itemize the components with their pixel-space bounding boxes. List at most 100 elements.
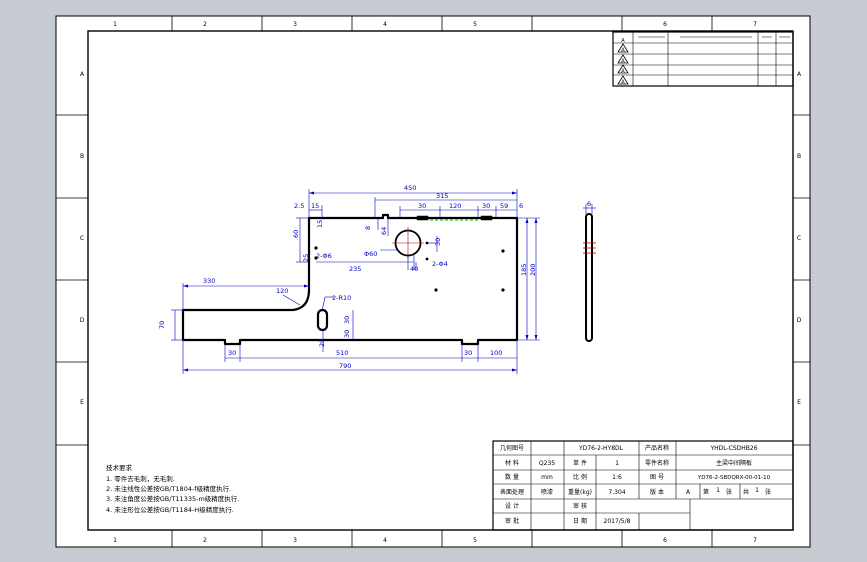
- revision-mark-3: A: [621, 69, 625, 75]
- dim-30f: 30: [228, 349, 236, 357]
- col-label-top-1: 1: [113, 21, 117, 28]
- tb-qty-label: 数 量: [505, 473, 519, 481]
- revision-marks: A A A A A: [617, 38, 629, 86]
- tb-total-prefix: 共: [743, 488, 749, 496]
- top-notch-left: [416, 215, 429, 221]
- tb-product: YHDL-CSDHB26: [709, 445, 757, 452]
- revision-triangle-icon: [617, 54, 629, 64]
- dim-100: 100: [490, 349, 502, 357]
- row-label-right-e: E: [797, 399, 801, 406]
- row-label-right-c: C: [797, 235, 801, 242]
- top-notch-right: [480, 215, 493, 221]
- title-block-texts: 几何图号 YD76-2-HY8DL 产品名称 YHDL-CSDHB26 材 料 …: [500, 444, 771, 525]
- dim-450: 450: [404, 184, 416, 192]
- col-label-top-2: 2: [203, 21, 207, 28]
- row-label-right-b: B: [797, 153, 801, 160]
- tb-qty: mm: [541, 474, 553, 481]
- col-label-bottom-4: 4: [383, 537, 387, 544]
- tb-material: Q235: [539, 460, 555, 467]
- tb-total-no: 1: [755, 487, 759, 494]
- tb-sheet-suffix: 张: [726, 488, 732, 496]
- dim-60: 60: [292, 230, 300, 238]
- dim-30d: 30: [343, 316, 351, 324]
- dim-315: 315: [436, 192, 448, 200]
- revision-mark-5: A: [621, 38, 625, 44]
- tb-reviewer-label: 审 核: [573, 502, 587, 510]
- dim-25: 25: [302, 254, 310, 262]
- col-label-top-6: 6: [663, 21, 667, 28]
- col-label-bottom-1: 1: [113, 537, 117, 544]
- tb-sheet-prefix: 第: [703, 488, 709, 496]
- tb-date: 2017/5/8: [604, 518, 631, 525]
- row-label-left-a: A: [80, 71, 85, 78]
- tb-surface-label: 表面处理: [500, 488, 524, 496]
- drawing-sheet: [55, 15, 811, 548]
- dim-64: 64: [380, 227, 388, 235]
- tb-unit: 1: [615, 460, 619, 467]
- row-label-left-c: C: [80, 235, 84, 242]
- inner-frame: [87, 30, 794, 531]
- dim-30c: 30: [434, 238, 442, 246]
- part-side-view: [583, 213, 596, 342]
- tb-drawing-no-label: 几何图号: [500, 444, 524, 452]
- col-label-top-4: 4: [383, 21, 387, 28]
- part-outline: [181, 213, 519, 346]
- col-label-top-5: 5: [473, 21, 477, 28]
- dim-70: 70: [158, 321, 166, 329]
- tb-drawing-no: YD76-2-HY8DL: [578, 445, 624, 452]
- tb-material-label: 材 料: [505, 459, 519, 467]
- dimension-arrows: [183, 191, 538, 372]
- center-marks: [392, 227, 424, 259]
- dim-2-phi4: 2-Φ4: [432, 260, 448, 268]
- dim-40: 40: [410, 265, 418, 273]
- tb-version: A: [686, 489, 691, 496]
- dim-790: 790: [339, 362, 351, 370]
- tb-designer-label: 设 计: [505, 502, 519, 510]
- revision-table: [612, 31, 794, 87]
- dimension-lines: [171, 189, 596, 374]
- tb-total-suffix: 张: [765, 488, 771, 496]
- row-label-right-d: D: [797, 317, 802, 324]
- dim-30b: 30: [482, 202, 490, 210]
- tb-weight-label: 重量(kg): [568, 488, 592, 496]
- row-label-right-a: A: [797, 71, 802, 78]
- tb-fig-label: 图 号: [650, 474, 664, 481]
- title-block: [492, 440, 794, 531]
- tb-part-name: 主梁中间隔板: [716, 459, 752, 467]
- tb-product-label: 产品名称: [645, 444, 669, 452]
- col-label-top-3: 3: [293, 21, 297, 28]
- tb-sheet-no: 1: [716, 487, 720, 494]
- row-label-left-d: D: [80, 317, 85, 324]
- revision-triangle-icon: [617, 75, 629, 85]
- col-label-bottom-6: 6: [663, 537, 667, 544]
- dim-200: 200: [529, 264, 537, 276]
- dim-30a: 30: [418, 202, 426, 210]
- dim-235: 235: [349, 265, 361, 273]
- tb-scale: 1:6: [612, 474, 622, 481]
- dim-8: 8: [364, 226, 372, 230]
- col-label-bottom-3: 3: [293, 537, 297, 544]
- revision-mark-1: A: [621, 48, 625, 54]
- tb-date-label: 日 期: [573, 517, 587, 525]
- tb-unit-label: 单 件: [573, 459, 587, 467]
- zone-ticks: [56, 16, 810, 547]
- row-label-left-e: E: [80, 399, 84, 406]
- dim-2-r10: 2-R10: [332, 294, 351, 302]
- revision-triangle-icon: [617, 43, 629, 53]
- dim-30g: 30: [464, 349, 472, 357]
- tb-scale-label: 比 例: [573, 473, 587, 481]
- revision-mark-2: A: [621, 59, 625, 65]
- dim-2-5: 2.5: [294, 202, 304, 210]
- dim-510: 510: [336, 349, 348, 357]
- col-label-bottom-7: 7: [753, 537, 757, 544]
- notes-line-1: 1. 零件去毛刺，无毛刺.: [106, 474, 175, 483]
- dim-2-phi6: 2-Φ6: [316, 252, 332, 260]
- dim-59: 59: [500, 202, 508, 210]
- dim-29: 29: [318, 339, 326, 347]
- dim-15: 15: [311, 202, 319, 210]
- revision-mark-4: A: [621, 80, 625, 86]
- col-label-bottom-2: 2: [203, 537, 207, 544]
- dim-r120: 120: [276, 287, 288, 295]
- zone-labels: 1 2 3 4 5 6 7 1 2 3 4 5 6 7 A B C D E A …: [80, 21, 802, 544]
